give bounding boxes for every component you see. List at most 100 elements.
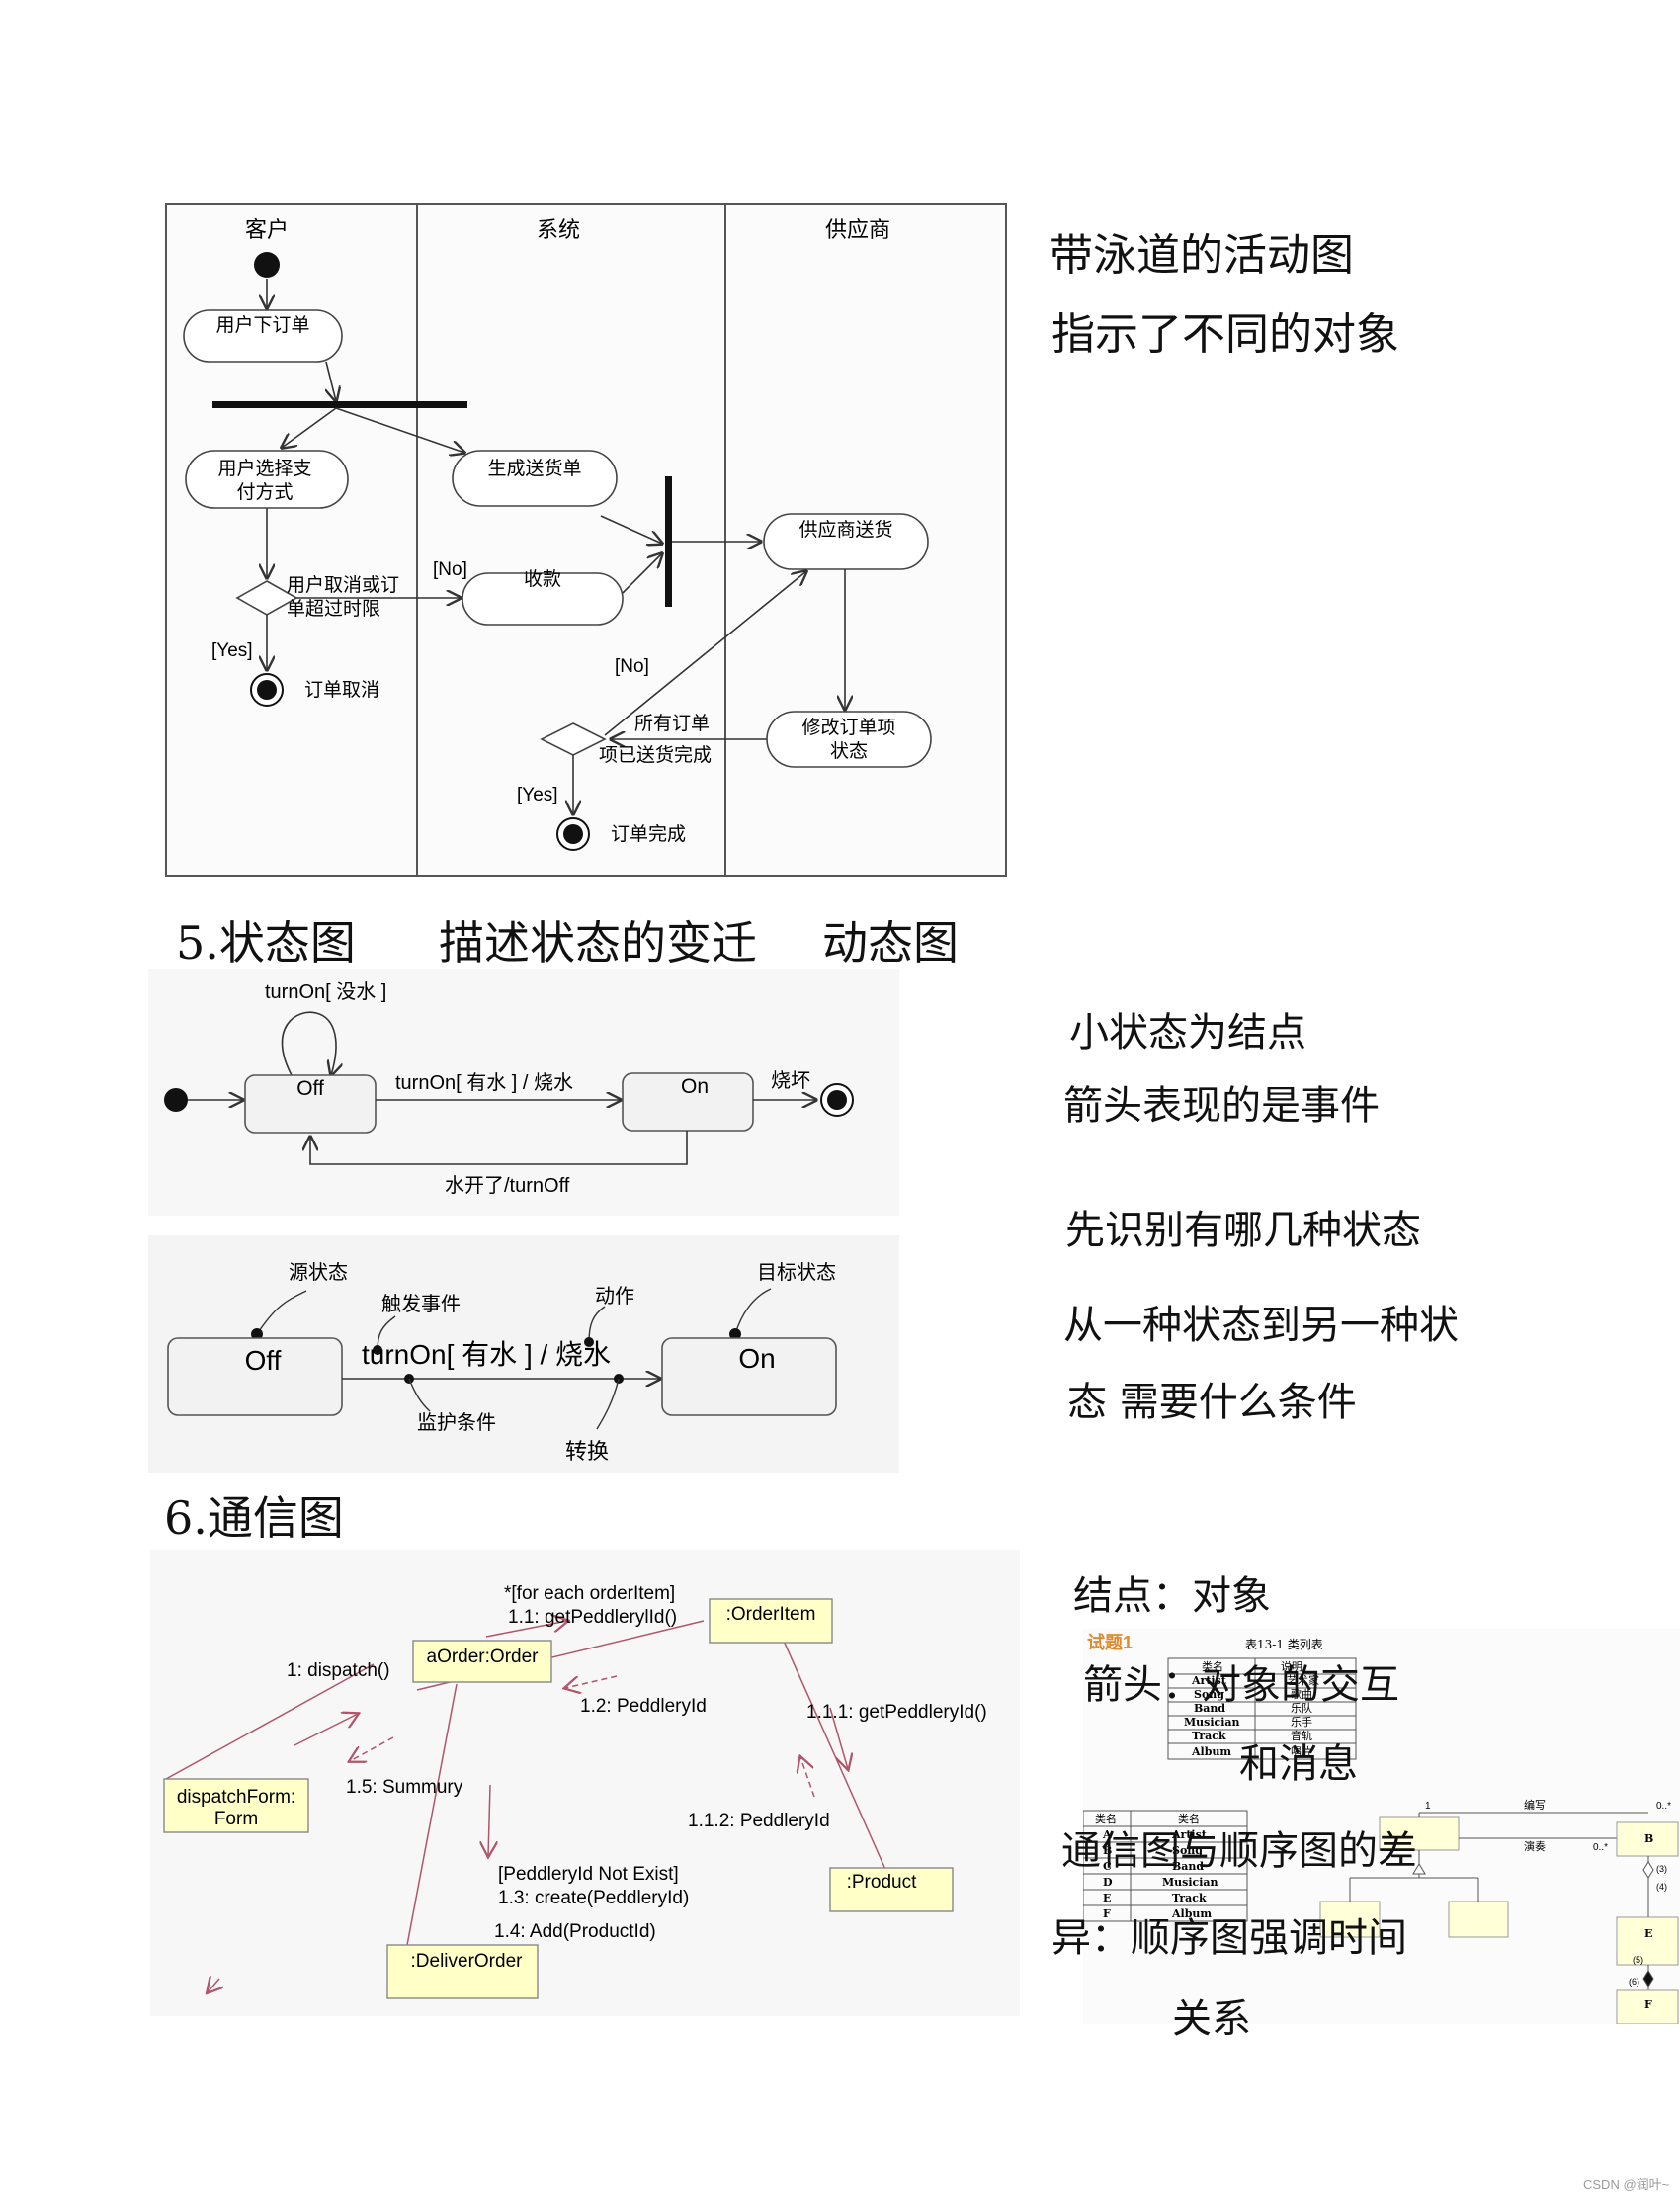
- activity-diagram: 客户 系统 供应商 用户下订单 用户选择支 付方式 生成送货单 用户取消或订 单…: [165, 203, 1007, 877]
- anatomy-guard-label: 监护条件: [417, 1410, 496, 1434]
- emb-cls-e: E: [1644, 1927, 1652, 1940]
- section5-desc: 描述状态的变迁: [439, 916, 757, 970]
- t1-r3: Band: [1194, 1702, 1225, 1715]
- t1-d2: 歌曲: [1291, 1687, 1312, 1701]
- state-initial: [164, 1088, 188, 1112]
- obj-deliver-order: [386, 1944, 539, 1999]
- state-off-label: Off: [296, 1077, 324, 1100]
- guard-no-2: [No]: [615, 656, 649, 677]
- anatomy-on-label: On: [738, 1343, 775, 1374]
- emb-cls-f: F: [1644, 1998, 1652, 2011]
- embedded-exam-scan: 试题1 表13-1 类列表 类名 说明 Artist 艺术家 Song 歌曲 B…: [1083, 1629, 1680, 2024]
- lane-supplier: 供应商: [825, 218, 890, 243]
- note-state-3: 先识别有哪几种状态: [1065, 1208, 1421, 1253]
- node-choose-pay-line1: 用户选择支: [217, 458, 311, 479]
- emb-cls-b: B: [1644, 1832, 1653, 1845]
- communication-diagram: aOrder:Order :OrderItem dispatchForm: Fo…: [150, 1550, 1020, 2016]
- note-state-2: 箭头表现的是事件: [1063, 1083, 1380, 1129]
- anatomy-transition-label: turnOn[ 有水 ] / 烧水: [362, 1339, 611, 1370]
- emb-mult-0s-1: 0..*: [1656, 1801, 1671, 1812]
- t2-h: 类名: [1095, 1812, 1117, 1825]
- t2-b1: Artist: [1171, 1828, 1208, 1841]
- anatomy-target-label: 目标状态: [757, 1260, 836, 1284]
- final-node-done: [563, 824, 583, 844]
- final-cancel-label: 订单取消: [304, 679, 379, 701]
- watermark: CSDN @润叶~: [1583, 2177, 1670, 2192]
- node-place-order-label: 用户下订单: [215, 314, 309, 336]
- obj-order-item-label: :OrderItem: [726, 1604, 816, 1625]
- anatomy-on: [661, 1337, 837, 1416]
- emb-n6: (6): [1629, 1977, 1639, 1987]
- anatomy-off: [167, 1337, 343, 1416]
- note-comm-4: 通信图与顺序图的差: [1061, 1828, 1417, 1874]
- note-comm-2: 箭头：对象的交互: [1083, 1662, 1399, 1708]
- state-on-label: On: [681, 1075, 709, 1098]
- node-modify-line2: 状态: [830, 740, 868, 762]
- t2-r1: A: [1102, 1828, 1112, 1841]
- obj-dispatch-line1: dispatchForm:: [177, 1787, 295, 1808]
- node-gen-delivery: [452, 450, 618, 507]
- t1-r4: Musician: [1184, 1716, 1240, 1729]
- emb-n5: (5): [1633, 1955, 1643, 1965]
- t1-d3: 乐队: [1291, 1701, 1312, 1715]
- node-gen-delivery-label: 生成送货单: [487, 458, 581, 479]
- state-diagram: turnOn[ 没水 ] Off turnOn[ 有水 ] / 烧水 On 烧坏…: [148, 969, 899, 1216]
- lane-system: 系统: [537, 218, 580, 243]
- msg-1-3: 1.3: create(PeddleryId): [498, 1888, 689, 1908]
- emb-mult-0s-2: 0..*: [1593, 1842, 1608, 1853]
- note-activity-2: 指示了不同的对象: [1051, 309, 1399, 360]
- anatomy-conv-label: 转换: [565, 1440, 609, 1465]
- t1-d5: 音轨: [1291, 1729, 1312, 1742]
- node-supplier-ship: [763, 513, 929, 570]
- t2-r5: E: [1103, 1892, 1111, 1904]
- guard-yes-1: [Yes]: [211, 640, 253, 661]
- t2-b5: Track: [1172, 1892, 1207, 1904]
- fork-bar-1: [212, 401, 467, 408]
- anatomy-action-label: 动作: [595, 1284, 634, 1308]
- obj-dispatch-form: [163, 1778, 309, 1833]
- t1-h: 类名: [1202, 1659, 1223, 1673]
- msg-1-3-guard: [PeddleryId Not Exist]: [498, 1864, 679, 1885]
- t1-r5: Track: [1192, 1730, 1226, 1742]
- msg-1-1-1: 1.1.1: getPeddleryId(): [806, 1702, 987, 1723]
- state-broken-label: 烧坏: [771, 1068, 810, 1092]
- node-place-order: [183, 309, 343, 363]
- t2-r6: F: [1103, 1907, 1111, 1920]
- t1-d4: 乐手: [1291, 1715, 1312, 1729]
- obj-deliver-label: :DeliverOrder: [411, 1951, 524, 1972]
- node-modify-line1: 修改订单项: [801, 717, 895, 738]
- msg-1-1: 1.1: getPeddlerylId(): [508, 1607, 677, 1628]
- t2-r2: B: [1103, 1844, 1112, 1857]
- guard-cancel-line1: 用户取消或订: [287, 574, 399, 596]
- t1-r1: Artist: [1191, 1674, 1227, 1687]
- obj-order-item: [709, 1598, 833, 1644]
- note-state-1: 小状态为结点: [1069, 1010, 1306, 1056]
- node-supplier-ship-label: 供应商送货: [798, 519, 892, 541]
- t2-b2: Song: [1172, 1844, 1203, 1857]
- node-collect-label: 收款: [524, 568, 561, 590]
- guard-cancel-line2: 单超过时限: [287, 598, 380, 620]
- node-choose-pay-line2: 付方式: [236, 481, 293, 503]
- section6-title: 6.通信图: [164, 1491, 344, 1545]
- state-off: [244, 1074, 377, 1134]
- embedded-table-2: 类名 类名 A Artist B Song C Band D Musician …: [1083, 1810, 1248, 1922]
- node-collect: [462, 572, 624, 626]
- final-done-label: 订单完成: [611, 823, 686, 845]
- lane-customer: 客户: [245, 218, 289, 243]
- final-node-cancel: [257, 680, 277, 700]
- obj-order: [412, 1640, 552, 1683]
- guard-yes-2: [Yes]: [517, 785, 558, 805]
- msg-foreach: *[for each orderItem]: [504, 1583, 675, 1604]
- obj-product-label: :Product: [847, 1872, 917, 1893]
- embedded-class-diagram: 编写 1 0..* 演奏 0..* B (3) (4) E (5) (6) F: [1319, 1798, 1679, 2024]
- anatomy-source-label: 源状态: [289, 1260, 348, 1284]
- note-comm-5: 异：顺序图强调时间: [1051, 1915, 1407, 1961]
- obj-order-label: aOrder:Order: [427, 1647, 540, 1667]
- emb-label-edit: 编写: [1524, 1798, 1546, 1812]
- msg-1-5: 1.5: Summury: [346, 1777, 463, 1798]
- emb-n3: (3): [1656, 1864, 1667, 1874]
- join-bar: [665, 476, 672, 607]
- t2-b4: Musician: [1162, 1876, 1218, 1889]
- t1-r2: Song: [1194, 1688, 1224, 1701]
- guard-all-line1: 所有订单: [634, 713, 710, 734]
